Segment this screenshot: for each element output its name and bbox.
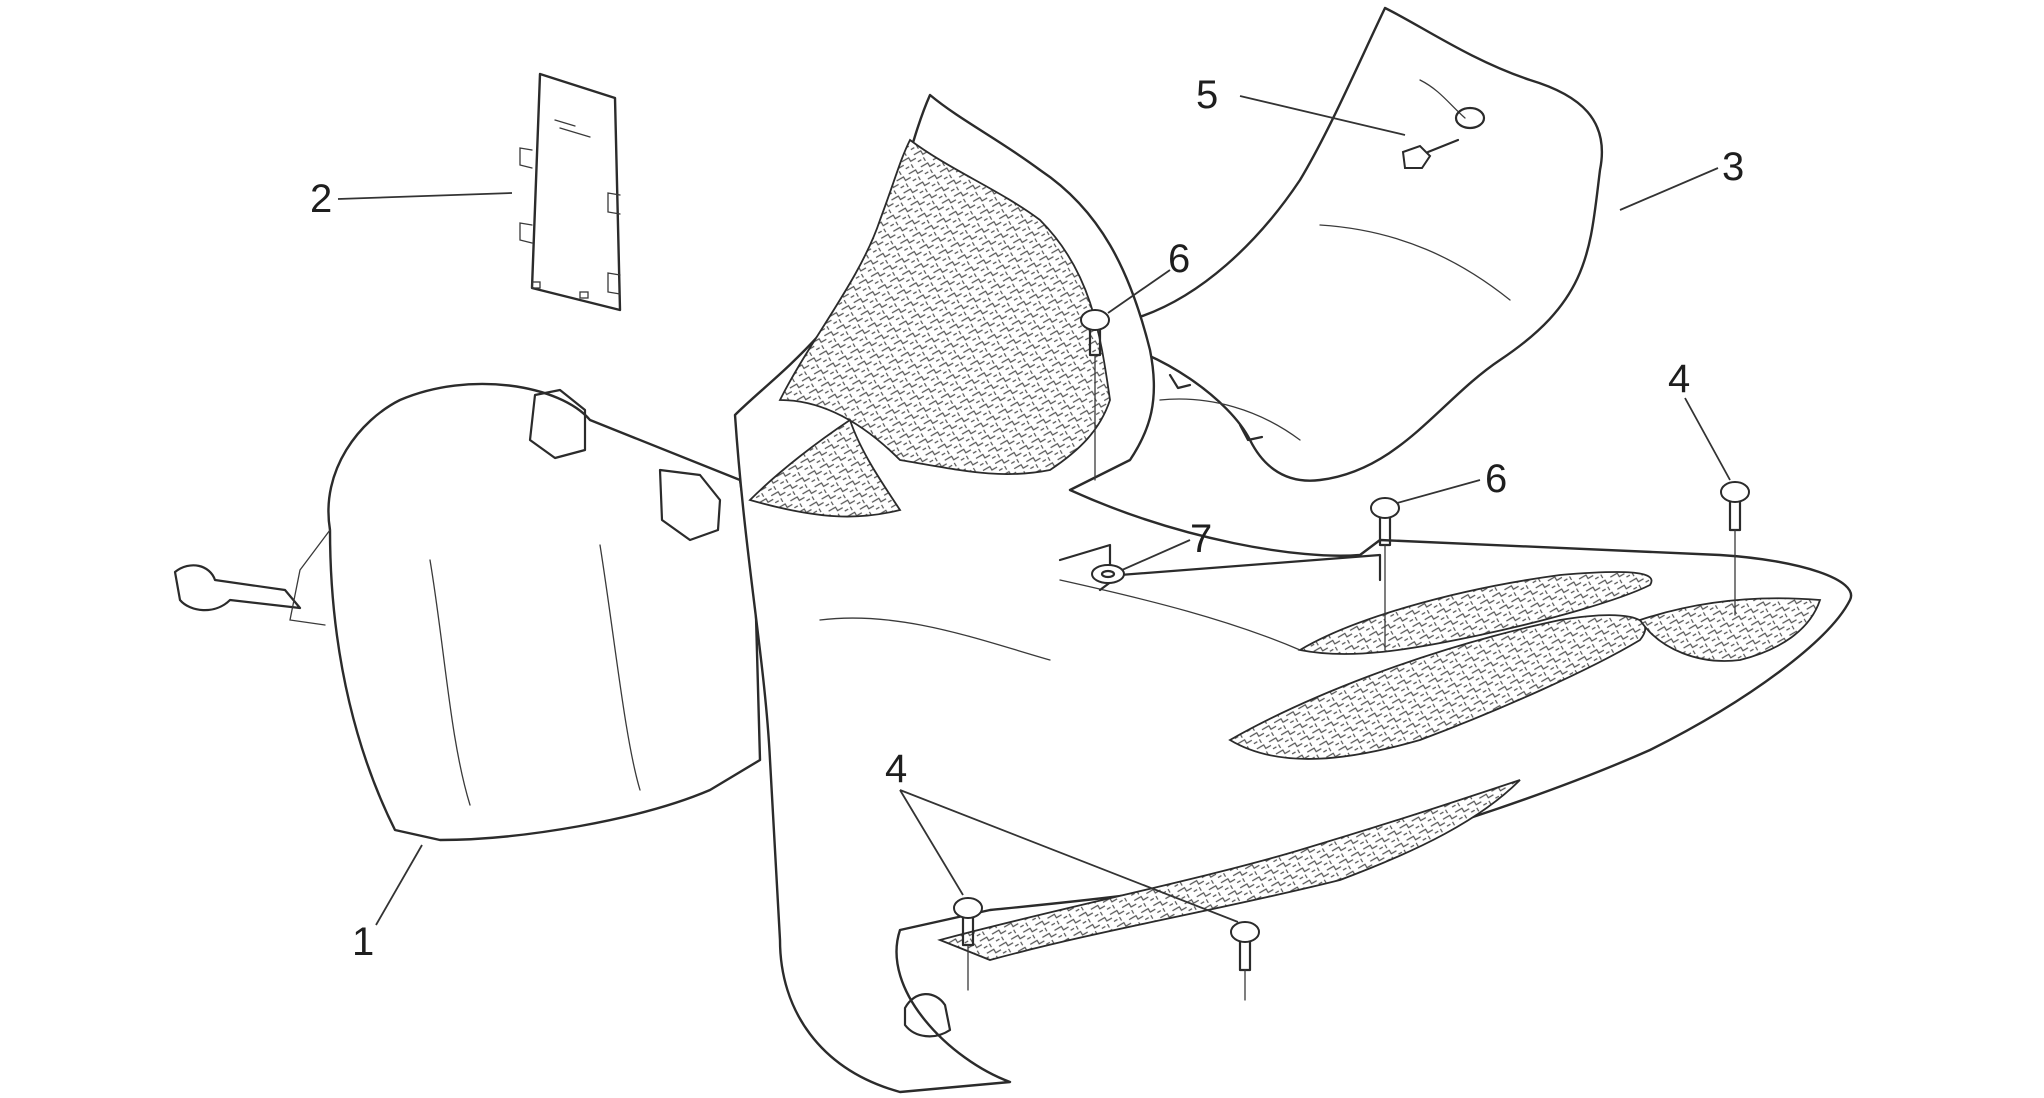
callout-4-left: 4 — [885, 747, 907, 791]
washer-7 — [1091, 564, 1125, 584]
part-3-rear-panel — [1098, 6, 1603, 482]
leader-lines — [337, 95, 1731, 926]
callout-6-upper: 6 — [1168, 237, 1190, 281]
main-footboard-frame — [733, 93, 1853, 1094]
callout-3: 3 — [1722, 145, 1744, 189]
fastener-screws — [953, 138, 1750, 1001]
screw-5 — [1401, 138, 1460, 169]
callout-1: 1 — [352, 920, 374, 964]
part-2-cover-plate — [519, 72, 622, 312]
screw-6-upper — [1080, 309, 1110, 481]
part-1-front-inner-shield — [173, 382, 762, 842]
callout-5: 5 — [1196, 73, 1218, 117]
callout-2: 2 — [310, 177, 332, 221]
callout-4-right: 4 — [1668, 357, 1690, 401]
screw-4-left-b — [1230, 921, 1260, 1001]
screw-4-left-a — [953, 897, 983, 991]
callout-7: 7 — [1190, 517, 1212, 561]
screw-4-right — [1720, 481, 1750, 616]
screw-6-lower — [1370, 497, 1400, 651]
callout-6-lower: 6 — [1485, 457, 1507, 501]
callout-labels: 2 1 3 5 6 6 7 4 4 — [310, 73, 1744, 964]
